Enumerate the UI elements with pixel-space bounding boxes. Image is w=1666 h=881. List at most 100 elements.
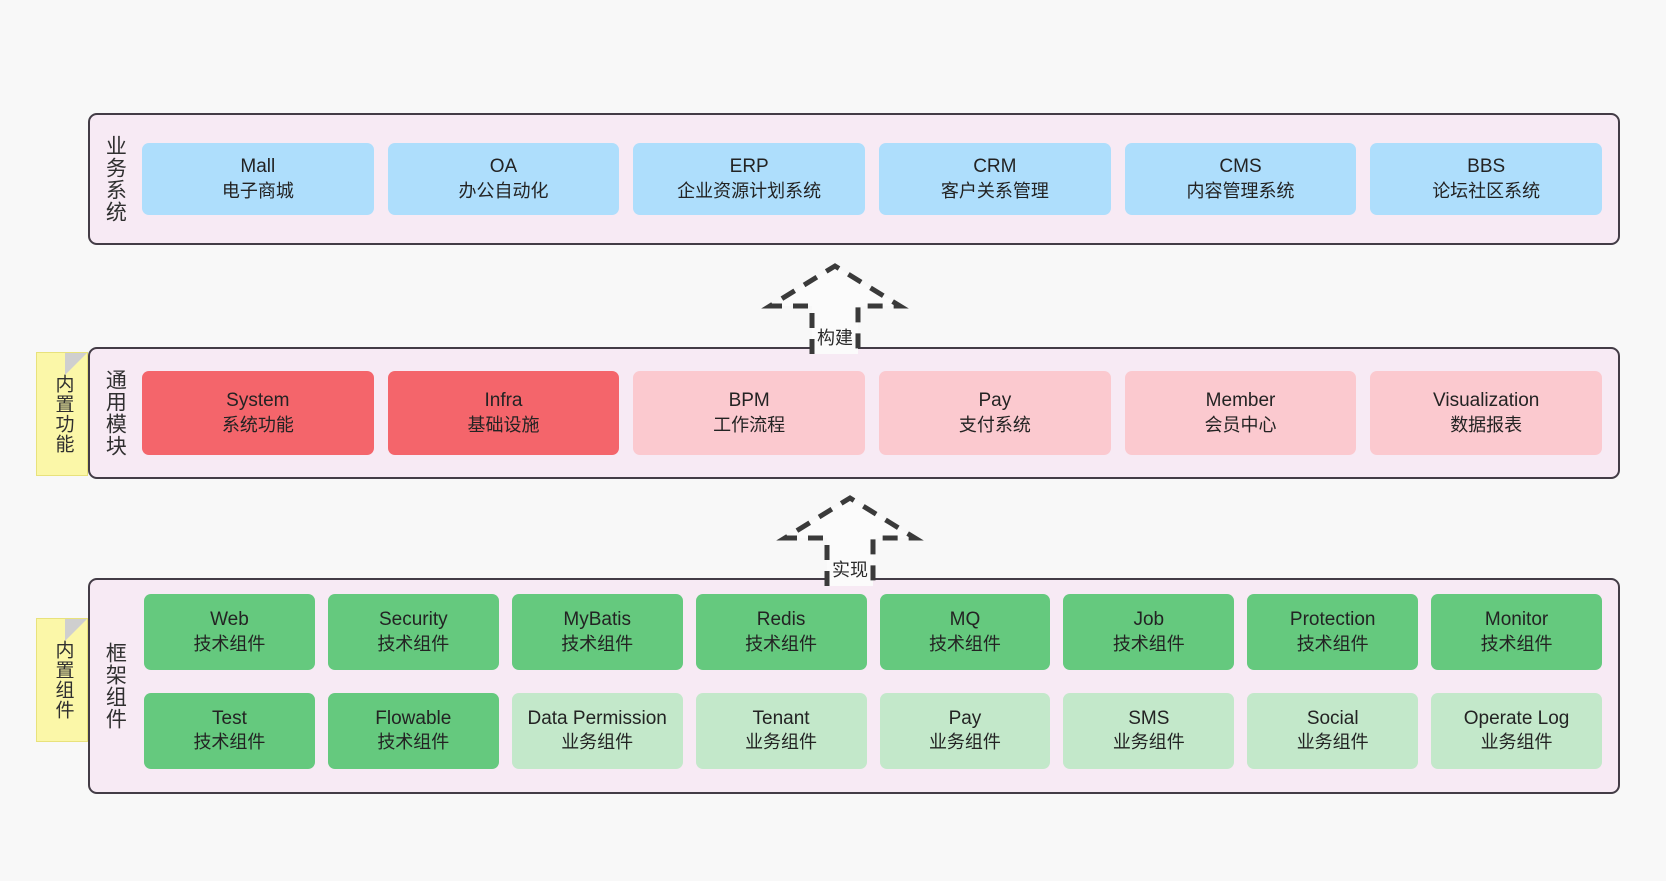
- card-title-en: Pay: [948, 707, 982, 729]
- card-title-en: Social: [1306, 707, 1359, 729]
- card-title-cn: 技术组件: [1296, 633, 1369, 654]
- card-title-en: Tenant: [752, 707, 810, 729]
- card-title-cn: 论坛社区系统: [1432, 180, 1541, 201]
- card-title-en: Job: [1133, 609, 1165, 631]
- card-title-cn: 数据报表: [1450, 414, 1523, 435]
- layer-title-common: 通用模块: [103, 369, 127, 457]
- card-title-en: Pay: [978, 390, 1012, 412]
- framework-card-pay[interactable]: Pay 业务组件: [879, 692, 1051, 769]
- card-title-cn: 基础设施: [467, 414, 540, 435]
- card-title-en: Mall: [240, 156, 276, 178]
- card-title-en: CMS: [1219, 156, 1262, 178]
- framework-card-data-permission[interactable]: Data Permission 业务组件: [511, 692, 683, 769]
- sticky-note-common-label: 内置功能: [52, 374, 74, 454]
- framework-card-tenant[interactable]: Tenant 业务组件: [695, 692, 867, 769]
- card-title-cn: 支付系统: [958, 414, 1031, 435]
- card-title-cn: 业务组件: [1296, 732, 1369, 753]
- framework-card-sms[interactable]: SMS 业务组件: [1063, 692, 1235, 769]
- card-title-cn: 业务组件: [561, 732, 634, 753]
- card-title-cn: 电子商城: [221, 180, 294, 201]
- card-title-en: CRM: [973, 156, 1017, 178]
- card-title-en: Operate Log: [1463, 707, 1570, 729]
- card-title-en: Visualization: [1433, 390, 1540, 412]
- card-title-cn: 技术组件: [377, 633, 450, 654]
- card-title-en: Member: [1205, 390, 1276, 412]
- card-title-en: SMS: [1128, 707, 1170, 729]
- card-title-cn: 技术组件: [377, 732, 450, 753]
- sticky-note-framework: 内置组件: [36, 618, 88, 742]
- card-title-cn: 业务组件: [1112, 732, 1185, 753]
- framework-card-operate-log[interactable]: Operate Log 业务组件: [1431, 692, 1602, 769]
- card-title-cn: 工作流程: [713, 414, 786, 435]
- framework-card-test[interactable]: Test 技术组件: [144, 692, 315, 769]
- card-title-en: Monitor: [1484, 609, 1549, 631]
- sticky-note-framework-label: 内置组件: [52, 640, 74, 720]
- card-title-cn: 业务组件: [928, 732, 1001, 753]
- card-title-en: BBS: [1467, 156, 1506, 178]
- card-title-en: Security: [378, 609, 448, 631]
- card-title-en: OA: [489, 156, 518, 178]
- card-title-cn: 会员中心: [1204, 414, 1277, 435]
- card-title-cn: 企业资源计划系统: [677, 180, 822, 201]
- sticky-note-common: 内置功能: [36, 352, 88, 476]
- framework-card-social[interactable]: Social 业务组件: [1247, 692, 1419, 769]
- card-title-cn: 技术组件: [745, 633, 818, 654]
- card-title-cn: 技术组件: [1112, 633, 1185, 654]
- card-title-en: Data Permission: [527, 707, 667, 729]
- card-title-cn: 系统功能: [221, 414, 294, 435]
- card-title-cn: 技术组件: [193, 732, 266, 753]
- card-title-en: ERP: [729, 156, 769, 178]
- layer-title-framework: 框架组件: [103, 642, 127, 730]
- card-title-cn: 办公自动化: [458, 180, 549, 201]
- card-title-cn: 技术组件: [1480, 633, 1553, 654]
- card-title-cn: 业务组件: [1480, 732, 1553, 753]
- card-title-en: Flowable: [375, 707, 452, 729]
- framework-card-flowable[interactable]: Flowable 技术组件: [327, 692, 499, 769]
- card-title-en: Protection: [1289, 609, 1376, 631]
- connector-realize-arrow: 实现: [775, 494, 925, 586]
- dashed-up-arrow-icon: [776, 495, 924, 586]
- card-title-cn: 技术组件: [193, 633, 266, 654]
- card-title-en: Redis: [756, 609, 806, 631]
- card-title-cn: 业务组件: [745, 732, 818, 753]
- card-title-en: BPM: [728, 390, 770, 412]
- card-title-en: Infra: [484, 390, 523, 412]
- card-title-en: MyBatis: [563, 609, 631, 631]
- card-title-cn: 内容管理系统: [1186, 180, 1295, 201]
- card-title-cn: 技术组件: [561, 633, 634, 654]
- card-title-en: MQ: [949, 609, 981, 631]
- card-title-en: Test: [212, 707, 247, 729]
- card-title-en: System: [226, 390, 290, 412]
- card-title-cn: 客户关系管理: [940, 180, 1049, 201]
- layer-title-business: 业务系统: [103, 135, 127, 223]
- dashed-up-arrow-icon: [761, 263, 909, 354]
